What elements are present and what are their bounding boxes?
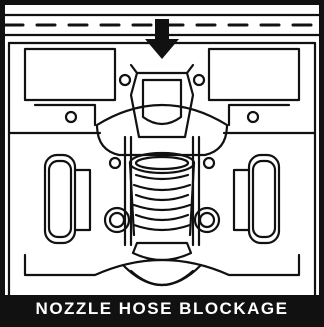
caption-bar: NOZZLE HOSE BLOCKAGE bbox=[5, 295, 319, 322]
vacuum-underside-diagram bbox=[5, 5, 319, 295]
caption-text: NOZZLE HOSE BLOCKAGE bbox=[36, 299, 289, 319]
nozzle-cover bbox=[131, 65, 193, 137]
lower-body bbox=[25, 243, 299, 285]
center-plate bbox=[97, 105, 227, 155]
accordion-hose bbox=[130, 153, 194, 235]
